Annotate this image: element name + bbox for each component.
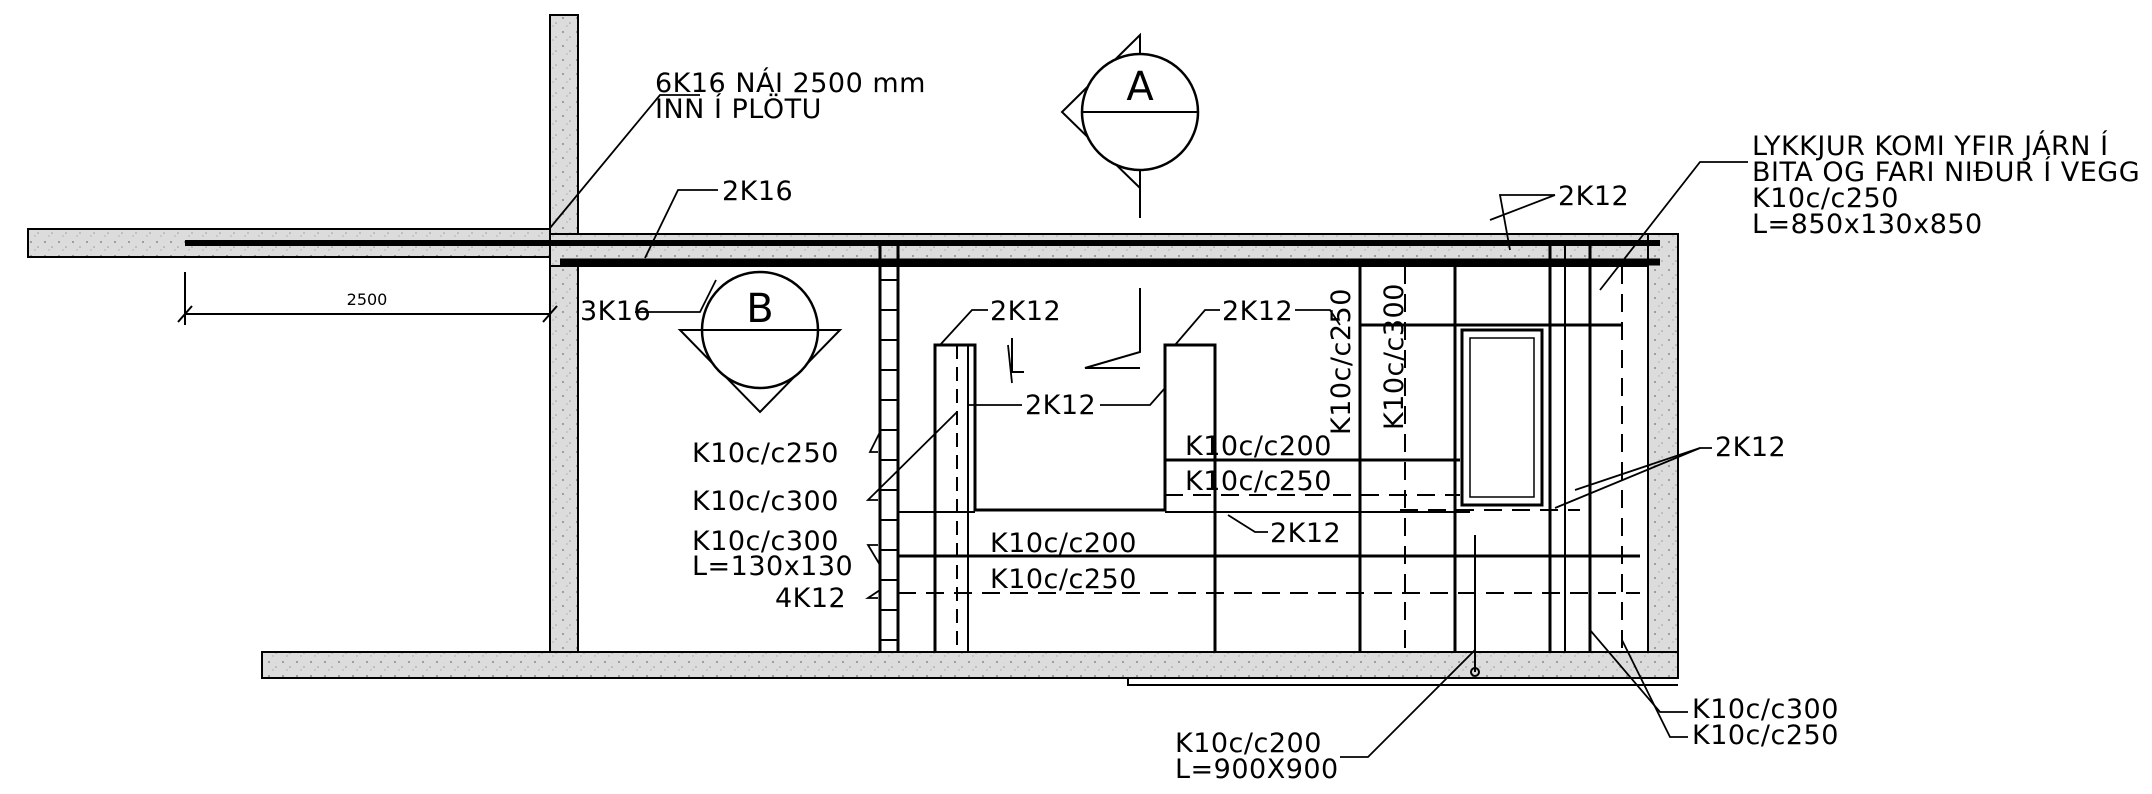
section-mark-b: B xyxy=(677,270,843,414)
label-2k12-mid: 2K12 xyxy=(1270,518,1341,549)
rebar-lines xyxy=(878,244,1640,677)
note-l850: L=850x130x850 xyxy=(1752,209,1983,240)
dimension-value: 2500 xyxy=(347,290,388,309)
note-bita: BITA OG FARI NIÐUR Í VEGG xyxy=(1752,156,2140,188)
concrete-outline xyxy=(27,14,1679,686)
label-mid-k10c250: K10c/c250 xyxy=(1185,466,1332,497)
beam-right-wall xyxy=(1647,233,1679,665)
label-2k12-right: 2K12 xyxy=(1715,432,1786,463)
label-2k12-c: 2K12 xyxy=(1025,390,1096,421)
opening-right-inner xyxy=(1469,337,1535,498)
label-bottom-right-k10c250: K10c/c250 xyxy=(1692,720,1839,751)
label-left-4k12: 4K12 xyxy=(775,583,846,614)
label-bottom-k10c200: K10c/c200 xyxy=(1175,728,1322,759)
dimension-2500: 2500 xyxy=(177,272,558,325)
stirrup-left-outer xyxy=(933,343,1217,652)
label-left-k10c300-b: K10c/c300 xyxy=(692,526,839,557)
label-left-l130: L=130x130 xyxy=(692,551,853,582)
section-flag-2 xyxy=(1011,338,1024,373)
label-3k16: 3K16 xyxy=(580,296,651,327)
slab-bottom xyxy=(261,651,1679,679)
label-left-k10c300: K10c/c300 xyxy=(692,486,839,517)
annotations: 6K16 NÁI 2500 mm INN Í PLÖTU 2K16 3K16 L… xyxy=(580,67,2140,785)
label-low-k10c250: K10c/c250 xyxy=(990,564,1137,595)
label-vert-k10c300: K10c/c300 xyxy=(1379,283,1410,430)
section-flag-1 xyxy=(1084,288,1141,369)
slab-step xyxy=(1127,678,1678,686)
label-2k12-a: 2K12 xyxy=(990,296,1061,327)
section-mark-a: A xyxy=(1060,32,1200,218)
wall-column xyxy=(549,14,579,661)
label-2k12-b: 2K12 xyxy=(1222,296,1293,327)
label-2k12-top-right: 2K12 xyxy=(1558,181,1629,212)
label-bottom-right-k10c300: K10c/c300 xyxy=(1692,694,1839,725)
note-k10c250: K10c/c250 xyxy=(1752,183,1899,214)
label-left-k10c250: K10c/c250 xyxy=(692,438,839,469)
label-low-k10c200: K10c/c200 xyxy=(990,528,1137,559)
label-bottom-l900: L=900X900 xyxy=(1175,754,1339,785)
opening-right xyxy=(1460,328,1544,507)
label-mid-k10c200: K10c/c200 xyxy=(1185,431,1332,462)
ladder-rungs xyxy=(880,279,898,641)
top-bars xyxy=(185,240,1660,266)
label-2k16: 2K16 xyxy=(722,176,793,207)
hanging-bar-end xyxy=(1470,667,1480,677)
note-lykkjur: LYKKJUR KOMI YFIR JÁRN Í xyxy=(1752,130,2109,162)
section-a-label: A xyxy=(1126,64,1154,110)
leader-lines xyxy=(549,94,1748,758)
note-6k16: 6K16 NÁI 2500 mm xyxy=(655,67,926,99)
section-b-label: B xyxy=(746,286,773,332)
label-vert-k10c250: K10c/c250 xyxy=(1326,288,1357,435)
note-inn-i-plotu: INN Í PLÖTU xyxy=(655,93,822,125)
